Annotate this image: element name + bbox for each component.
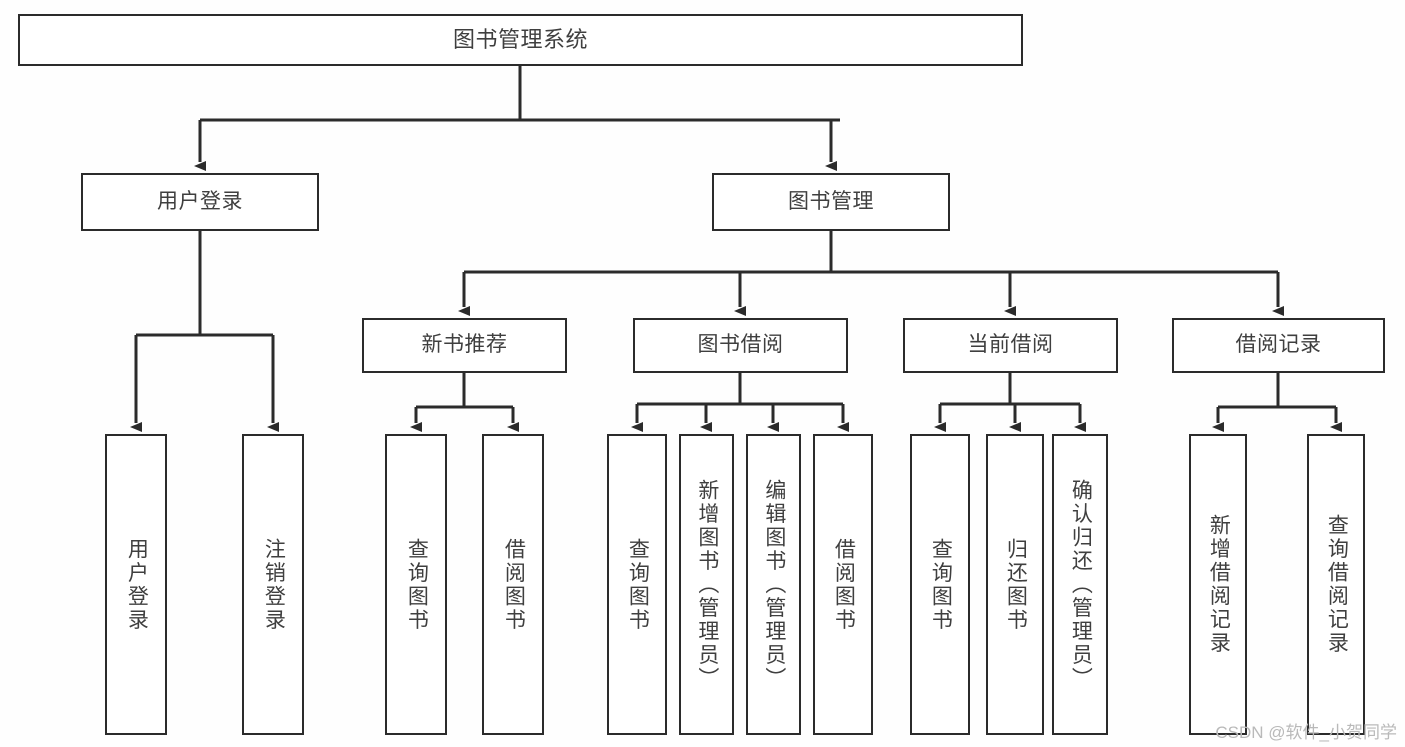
node-leaf-query-book-current[interactable]: 查询图书 bbox=[910, 434, 970, 735]
node-leaf-borrow-book-label: 借阅图书 bbox=[832, 537, 856, 632]
node-root-label: 图书管理系统 bbox=[452, 27, 588, 53]
node-borrow-record[interactable]: 借阅记录 bbox=[1172, 318, 1385, 373]
watermark: CSDN @软件_小贺同学 bbox=[1215, 723, 1397, 742]
node-current-borrow[interactable]: 当前借阅 bbox=[903, 318, 1118, 373]
node-user-login-label: 用户登录 bbox=[157, 189, 243, 213]
node-leaf-add-record-label: 新增借阅记录 bbox=[1207, 514, 1231, 655]
node-leaf-return-book-label: 归还图书 bbox=[1004, 537, 1028, 632]
node-leaf-borrow-book-rec[interactable]: 借阅图书 bbox=[482, 434, 544, 735]
node-leaf-add-book-label: 新增图书（管理员） bbox=[695, 478, 719, 691]
node-book-manage-label: 图书管理 bbox=[788, 189, 874, 213]
node-book-manage[interactable]: 图书管理 bbox=[712, 173, 950, 231]
node-book-borrow[interactable]: 图书借阅 bbox=[633, 318, 848, 373]
node-leaf-logout-label: 注销登录 bbox=[262, 537, 286, 632]
node-borrow-record-label: 借阅记录 bbox=[1235, 333, 1322, 357]
node-leaf-query-book-borrow-label: 查询图书 bbox=[626, 537, 650, 632]
node-book-borrow-label: 图书借阅 bbox=[697, 333, 784, 357]
node-leaf-borrow-book-rec-label: 借阅图书 bbox=[502, 537, 526, 632]
node-leaf-user-login-label: 用户登录 bbox=[125, 537, 149, 632]
node-leaf-query-book-rec-label: 查询图书 bbox=[405, 537, 429, 632]
node-leaf-logout[interactable]: 注销登录 bbox=[242, 434, 304, 735]
node-leaf-add-book[interactable]: 新增图书（管理员） bbox=[679, 434, 734, 735]
node-new-book-rec[interactable]: 新书推荐 bbox=[362, 318, 567, 373]
node-leaf-user-login[interactable]: 用户登录 bbox=[105, 434, 167, 735]
node-leaf-return-book[interactable]: 归还图书 bbox=[986, 434, 1044, 735]
node-root[interactable]: 图书管理系统 bbox=[18, 14, 1023, 66]
node-new-book-rec-label: 新书推荐 bbox=[421, 333, 508, 357]
node-user-login[interactable]: 用户登录 bbox=[81, 173, 319, 231]
node-leaf-borrow-book[interactable]: 借阅图书 bbox=[813, 434, 873, 735]
node-leaf-confirm-return-label: 确认归还（管理员） bbox=[1069, 478, 1093, 691]
node-leaf-edit-book-label: 编辑图书（管理员） bbox=[762, 478, 786, 691]
node-current-borrow-label: 当前借阅 bbox=[967, 333, 1054, 357]
node-leaf-query-book-current-label: 查询图书 bbox=[929, 537, 953, 632]
node-leaf-query-book-borrow[interactable]: 查询图书 bbox=[607, 434, 667, 735]
node-leaf-edit-book[interactable]: 编辑图书（管理员） bbox=[746, 434, 801, 735]
node-leaf-confirm-return[interactable]: 确认归还（管理员） bbox=[1052, 434, 1108, 735]
node-leaf-add-record[interactable]: 新增借阅记录 bbox=[1189, 434, 1247, 735]
node-leaf-query-record[interactable]: 查询借阅记录 bbox=[1307, 434, 1365, 735]
node-leaf-query-book-rec[interactable]: 查询图书 bbox=[385, 434, 447, 735]
node-leaf-query-record-label: 查询借阅记录 bbox=[1325, 514, 1349, 655]
